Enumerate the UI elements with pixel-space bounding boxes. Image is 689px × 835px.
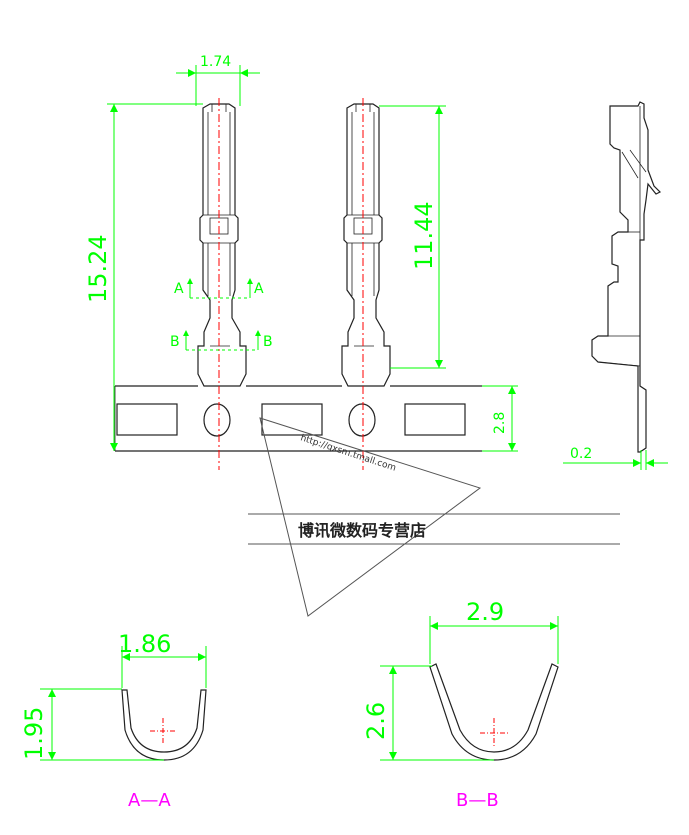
dimension-carrier-height: 2.8 — [482, 385, 518, 452]
section-a-view — [121, 689, 207, 761]
terminal-right — [341, 103, 391, 387]
dimension-width-top: 1.74 — [176, 54, 260, 106]
section-cut-b: B B — [170, 330, 273, 351]
section-label-a: A—A — [128, 790, 171, 811]
dimension-label-carrier-height: 2.8 — [492, 412, 508, 434]
section-label-b: B—B — [456, 790, 499, 811]
dimension-label-width-top: 1.74 — [200, 54, 231, 70]
dimension-section-a-height: 1.95 — [20, 688, 164, 761]
dimension-section-b-width: 2.9 — [429, 598, 559, 664]
watermark-shop: 博讯微数码专营店 — [298, 521, 426, 540]
dimension-section-a-width: 1.86 — [118, 630, 207, 688]
section-mark-b-left: B — [170, 334, 180, 350]
dimension-label-section-b-width: 2.9 — [466, 598, 504, 626]
watermark-url: http://qxsm.tmall.com — [299, 433, 397, 473]
side-view — [591, 101, 662, 453]
section-b-view — [429, 663, 559, 761]
section-cut-a: A A — [174, 278, 264, 299]
dimension-label-thickness: 0.2 — [570, 446, 592, 462]
dimension-total-length: 15.24 — [84, 103, 203, 451]
dimension-label-contact-length: 11.44 — [410, 201, 438, 270]
section-mark-a-right: A — [254, 281, 264, 297]
carrier-strip — [114, 385, 482, 452]
dimension-contact-length: 11.44 — [379, 105, 446, 369]
dimension-label-section-a-width: 1.86 — [118, 630, 171, 658]
dimension-label-section-b-height: 2.6 — [362, 702, 390, 740]
dimension-thickness: 0.2 — [563, 446, 668, 470]
section-mark-b-right: B — [263, 334, 273, 350]
dimension-label-total-length: 15.24 — [84, 234, 112, 303]
watermark: http://qxsm.tmall.com 博讯微数码专营店 — [248, 417, 620, 617]
dimension-section-b-height: 2.6 — [362, 665, 494, 761]
section-mark-a-left: A — [174, 281, 184, 297]
dimension-label-section-a-height: 1.95 — [20, 707, 48, 760]
terminal-left — [197, 103, 247, 387]
